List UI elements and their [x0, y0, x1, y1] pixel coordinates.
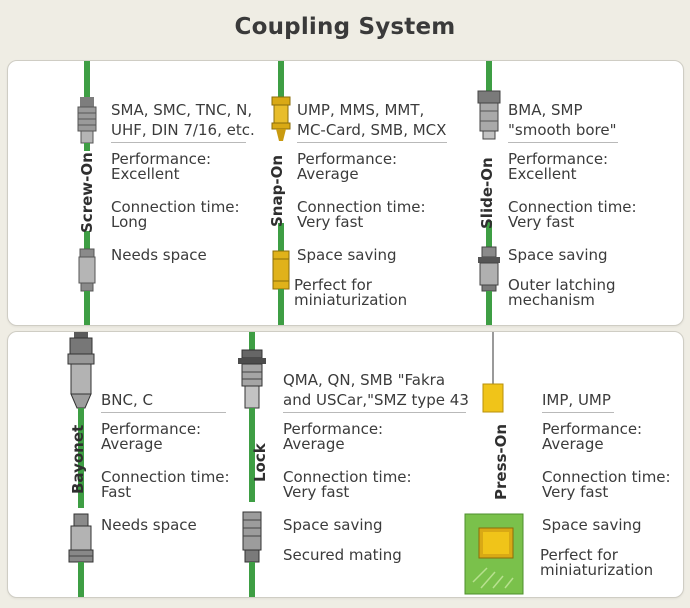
- bayonet-performance-label: Performance:: [101, 420, 202, 438]
- lock-note2-line-1: Secured mating: [283, 546, 402, 564]
- bayonet-types-line-1: BNC, C: [101, 391, 153, 409]
- slide-on-note: Space saving: [508, 246, 608, 264]
- press-on-connection-value: Very fast: [542, 483, 609, 501]
- bayonet-performance-value: Average: [101, 435, 163, 453]
- snap-on-connection-value: Very fast: [297, 213, 364, 231]
- coupling-panel-bottom: Bayonet BNC, C Performance: Average Conn…: [7, 331, 684, 598]
- screw-on-connection-label: Connection time:: [111, 198, 240, 216]
- snap-on-connection-label: Connection time:: [297, 198, 426, 216]
- bayonet-connection-label: Connection time:: [101, 468, 230, 486]
- snap-on-types-line-2: MC-Card, SMB, MCX: [297, 121, 447, 139]
- coupling-panel-top: Screw-On SMA, SMC, TNC, N, UHF, DIN 7/16…: [7, 60, 684, 326]
- screw-on-connector-icon: [77, 61, 97, 325]
- slide-on-performance-value: Excellent: [508, 165, 577, 183]
- screw-on-types-line-1: SMA, SMC, TNC, N,: [111, 101, 253, 119]
- slide-on-performance-label: Performance:: [508, 150, 609, 168]
- lock-connection-value: Very fast: [283, 483, 350, 501]
- lock-performance-label: Performance:: [283, 420, 384, 438]
- snap-on-performance-label: Performance:: [297, 150, 398, 168]
- slide-on-divider: [508, 142, 618, 143]
- slide-on-note2-line-2: mechanism: [508, 291, 595, 309]
- press-on-connector-icon: [464, 332, 524, 595]
- press-on-divider: [542, 412, 614, 413]
- snap-on-types-line-1: UMP, MMS, MMT,: [297, 101, 425, 119]
- lock-types-line-1: QMA, QN, SMB "Fakra: [283, 371, 446, 389]
- bayonet-connection-value: Fast: [101, 483, 132, 501]
- slide-on-label: Slide-On: [478, 157, 496, 229]
- snap-on-performance-value: Average: [297, 165, 359, 183]
- bayonet-note: Needs space: [101, 516, 197, 534]
- lock-performance-value: Average: [283, 435, 345, 453]
- snap-on-connector-icon: [271, 61, 291, 325]
- slide-on-types-line-2: "smooth bore": [508, 121, 617, 139]
- screw-on-label: Screw-On: [78, 152, 96, 233]
- screw-on-performance-value: Excellent: [111, 165, 180, 183]
- lock-divider: [283, 412, 466, 413]
- lock-note: Space saving: [283, 516, 383, 534]
- slide-on-connection-label: Connection time:: [508, 198, 637, 216]
- snap-on-note: Space saving: [297, 246, 397, 264]
- lock-types-line-2: and USCar,"SMZ type 43: [283, 391, 469, 409]
- slide-on-connector-icon: [477, 61, 501, 325]
- slide-on-types-line-1: BMA, SMP: [508, 101, 583, 119]
- slide-on-note2-line-1: Outer latching: [508, 276, 616, 294]
- bayonet-divider: [101, 412, 226, 413]
- lock-connector-icon: [238, 332, 266, 597]
- snap-on-label: Snap-On: [268, 155, 286, 227]
- bayonet-connector-icon: [67, 332, 95, 597]
- snap-on-note2-line-1: Perfect for: [294, 276, 372, 294]
- lock-connection-label: Connection time:: [283, 468, 412, 486]
- press-on-performance-value: Average: [542, 435, 604, 453]
- snap-on-note2-line-2: miniaturization: [294, 291, 408, 309]
- press-on-note2-line-2: miniaturization: [540, 561, 654, 579]
- screw-on-note: Needs space: [111, 246, 207, 264]
- screw-on-connection-value: Long: [111, 213, 148, 231]
- press-on-note: Space saving: [542, 516, 642, 534]
- lock-label: Lock: [251, 443, 269, 482]
- screw-on-types-line-2: UHF, DIN 7/16, etc.: [111, 121, 255, 139]
- page-title: Coupling System: [234, 14, 456, 40]
- press-on-note2-line-1: Perfect for: [540, 546, 618, 564]
- press-on-label: Press-On: [492, 423, 510, 500]
- screw-on-performance-label: Performance:: [111, 150, 212, 168]
- press-on-types-line-1: IMP, UMP: [542, 391, 611, 409]
- snap-on-divider: [297, 142, 447, 143]
- slide-on-connection-value: Very fast: [508, 213, 575, 231]
- screw-on-divider: [111, 142, 246, 143]
- bayonet-label: Bayonet: [69, 424, 87, 494]
- press-on-connection-label: Connection time:: [542, 468, 671, 486]
- press-on-performance-label: Performance:: [542, 420, 643, 438]
